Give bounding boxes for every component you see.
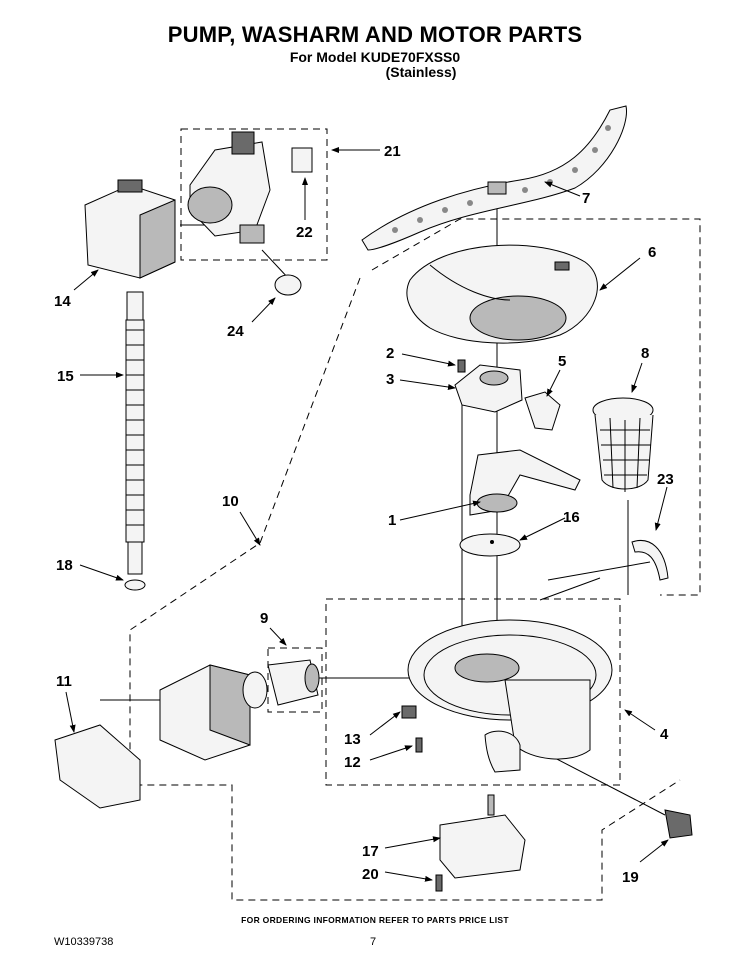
- diverter-motor: [435, 794, 526, 892]
- document-id: W10339738: [54, 936, 114, 948]
- callout-11: 11: [56, 673, 72, 690]
- drain-pump-motor: [84, 179, 176, 279]
- diverter-clip: [524, 391, 561, 431]
- callout-16: 16: [563, 509, 580, 526]
- callout-labels: 1 2 3 4 5 6 7 8 9 10 11 12 13 14 15 16 1…: [54, 143, 674, 886]
- finish-line: (Stainless): [385, 64, 457, 80]
- callout-19: 19: [622, 869, 639, 886]
- callout-17: 17: [362, 843, 379, 860]
- callout-6: 6: [648, 244, 656, 261]
- turbidity-sensor: [664, 809, 693, 839]
- callout-5: 5: [558, 353, 566, 370]
- callout-12: 12: [344, 754, 361, 771]
- sump-clip: [631, 540, 669, 581]
- callout-18: 18: [56, 557, 73, 574]
- callout-8: 8: [641, 345, 649, 362]
- wash-arm-mount: [454, 359, 523, 413]
- callout-2: 2: [386, 345, 394, 362]
- filter-assembly: [592, 397, 654, 492]
- callout-23: 23: [657, 471, 674, 488]
- sensor-and-screw: [401, 705, 423, 753]
- callout-3: 3: [386, 371, 394, 388]
- motor-bracket: [54, 724, 141, 809]
- spray-shield: [406, 244, 598, 344]
- drain-pump-parts: [187, 131, 313, 296]
- callout-20: 20: [362, 866, 379, 883]
- callout-4: 4: [660, 726, 669, 743]
- page-number: 7: [370, 936, 377, 948]
- model-line: For Model KUDE70FXSS0: [289, 49, 461, 65]
- callout-7: 7: [582, 190, 590, 207]
- callout-14: 14: [54, 293, 71, 310]
- callout-21: 21: [384, 143, 401, 160]
- callout-1: 1: [388, 512, 396, 529]
- model-subtitle: For Model KUDE70FXSS0 (Stainless): [0, 50, 750, 80]
- callout-13: 13: [344, 731, 361, 748]
- leader-lines: [65, 147, 669, 882]
- circulation-motor: [159, 659, 320, 761]
- callout-24: 24: [227, 323, 244, 340]
- drain-hose: [124, 291, 146, 591]
- dashed-group-outlines: [129, 128, 701, 901]
- page-title: PUMP, WASHARM AND MOTOR PARTS: [167, 22, 583, 47]
- callout-10: 10: [222, 493, 239, 510]
- callout-15: 15: [57, 368, 74, 385]
- ordering-note: FOR ORDERING INFORMATION REFER TO PARTS …: [241, 915, 509, 925]
- wash-arm: [361, 105, 628, 251]
- sump-assembly: [407, 619, 613, 773]
- check-disc: [459, 533, 521, 557]
- callout-9: 9: [260, 610, 268, 627]
- callout-22: 22: [296, 224, 313, 241]
- wash-arm-bracket: [469, 449, 581, 516]
